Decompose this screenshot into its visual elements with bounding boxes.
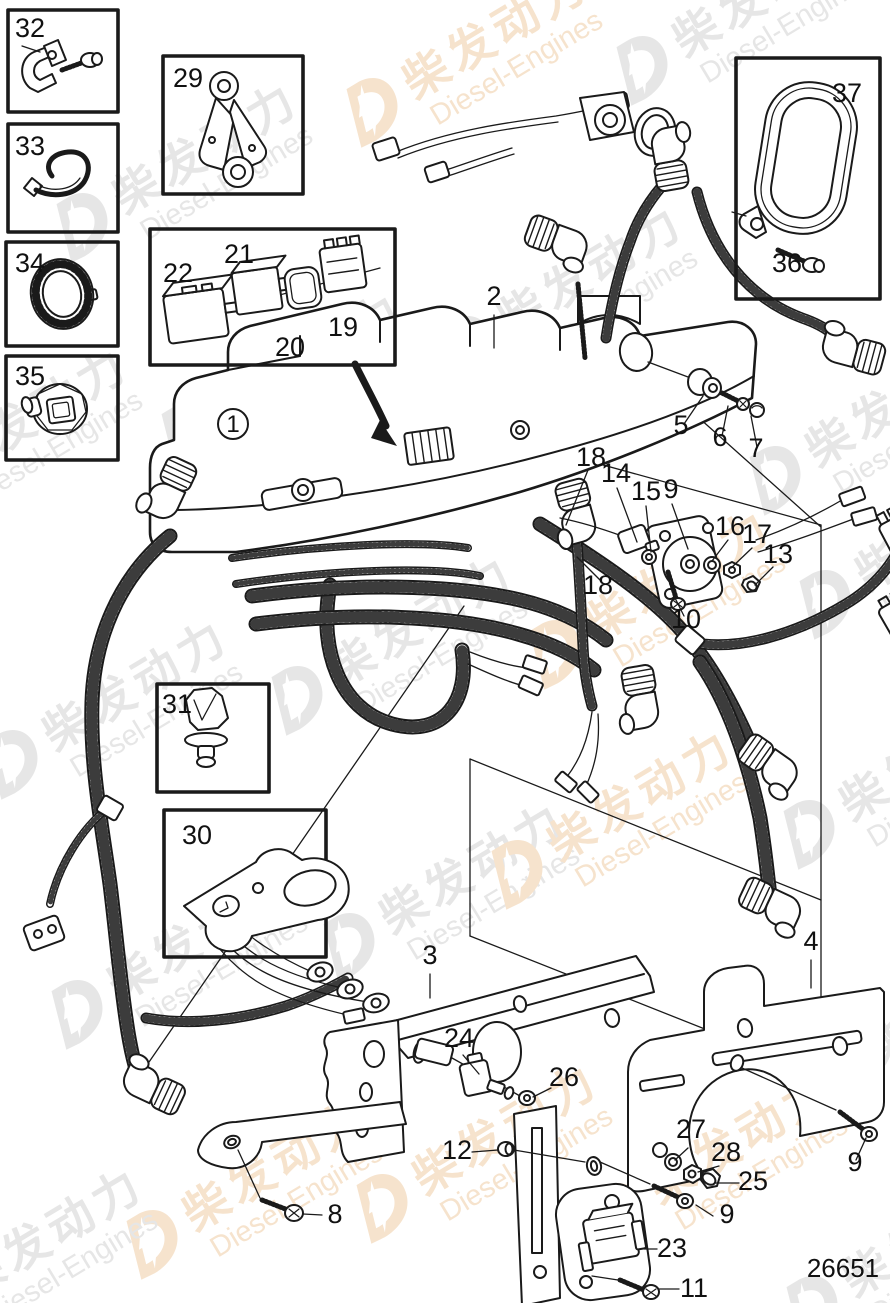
top-harness-wires — [371, 91, 677, 184]
callout-37: 37 — [832, 78, 862, 108]
callout-6: 6 — [712, 422, 727, 452]
circled-callout-label: 1 — [226, 411, 239, 438]
callout-12: 12 — [442, 1135, 472, 1165]
exploded-fasteners — [559, 361, 765, 611]
circled-callout: 1 — [217, 408, 249, 440]
callout-27: 27 — [676, 1114, 706, 1144]
callout-3: 3 — [422, 940, 437, 970]
callout-13: 13 — [763, 539, 793, 569]
bottom-brackets — [197, 955, 885, 1303]
callout-26: 26 — [549, 1062, 579, 1092]
engine-block — [148, 281, 758, 554]
callout-20: 20 — [275, 332, 305, 362]
callout-18: 18 — [583, 570, 613, 600]
wire-terminals — [22, 485, 890, 1025]
watermark-cjk-text: 柴发动力 — [830, 679, 890, 831]
inset-box-33 — [6, 122, 120, 234]
illustration — [4, 8, 890, 1303]
callout-9: 9 — [847, 1147, 862, 1177]
callout-17: 17 — [742, 519, 772, 549]
callout-2: 2 — [486, 281, 501, 311]
inset-box-19-22 — [148, 227, 397, 367]
inset-box-35 — [4, 354, 120, 462]
callout-24: 24 — [444, 1023, 474, 1053]
callout-18: 18 — [576, 442, 606, 472]
callout-4: 4 — [803, 926, 818, 956]
inset-box-32 — [6, 8, 120, 114]
callout-33: 33 — [15, 131, 45, 161]
callout-7: 7 — [748, 433, 763, 463]
callout-34: 34 — [15, 248, 45, 278]
callout-25: 25 — [738, 1166, 768, 1196]
inset-box-29 — [161, 54, 305, 196]
callout-10: 10 — [671, 604, 701, 634]
callout-30: 30 — [182, 820, 212, 850]
leader-lines — [302, 314, 867, 1290]
callout-15: 15 — [631, 476, 661, 506]
callout-28: 28 — [711, 1137, 741, 1167]
callout-9: 9 — [663, 474, 678, 504]
callout-31: 31 — [162, 689, 192, 719]
callout-8: 8 — [327, 1199, 342, 1229]
inset-box-34 — [4, 240, 120, 348]
inset-box-36-37 — [734, 56, 882, 301]
callout-11: 11 — [680, 1273, 708, 1303]
callout-23: 23 — [657, 1233, 687, 1263]
callout-29: 29 — [173, 63, 203, 93]
circled-callout-ring — [217, 408, 249, 440]
callout-14: 14 — [601, 458, 631, 488]
callout-32: 32 — [15, 13, 45, 43]
callout-9: 9 — [719, 1199, 734, 1229]
callout-35: 35 — [15, 361, 45, 391]
callout-5: 5 — [673, 410, 688, 440]
inset-boxes — [4, 8, 882, 959]
figure-number: 26651 — [807, 1253, 879, 1283]
inset-box-31 — [155, 682, 271, 794]
callout-19: 19 — [328, 312, 358, 342]
callout-16: 16 — [715, 511, 745, 541]
callout-22: 22 — [163, 258, 193, 288]
callout-36: 36 — [772, 248, 802, 278]
callout-21: 21 — [224, 239, 254, 269]
